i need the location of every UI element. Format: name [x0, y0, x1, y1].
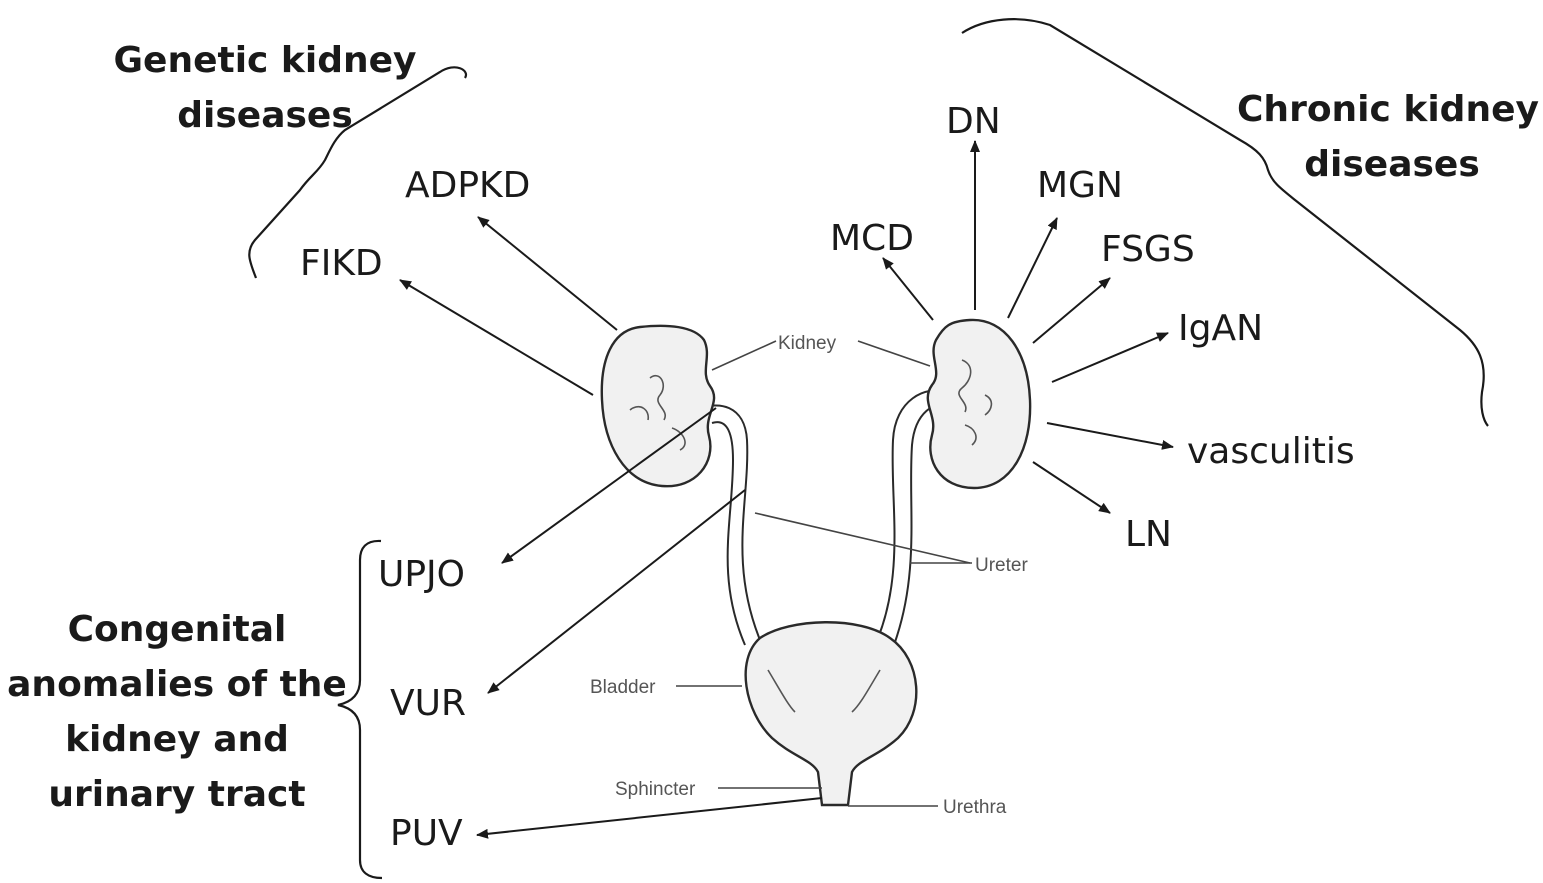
arrow-vur	[488, 490, 745, 693]
mgn-label: MGN	[1037, 165, 1123, 206]
genetic-category-label: Genetic kidney diseases	[114, 40, 417, 136]
chronic-label-line-2: diseases	[1304, 144, 1480, 185]
vasculitis-label: vasculitis	[1187, 431, 1355, 472]
upjo-label: UPJO	[378, 554, 465, 595]
dn-label: DN	[946, 101, 1001, 142]
mcd-label: MCD	[830, 218, 914, 259]
arrow-mgn	[1008, 218, 1057, 318]
chronic-category-label: Chronic kidney diseases	[1237, 89, 1539, 185]
chronic-brace	[962, 19, 1488, 426]
puv-label: PUV	[390, 813, 463, 854]
arrow-fikd	[400, 280, 593, 395]
right-kidney	[928, 320, 1030, 488]
arrow-adpkd	[478, 217, 617, 330]
genetic-label-line-1: Genetic kidney	[114, 40, 417, 81]
vur-label: VUR	[390, 683, 466, 724]
congenital-brace	[338, 541, 382, 878]
arrow-fsgs	[1033, 278, 1110, 343]
congenital-label-line-3: kidney and	[65, 719, 289, 760]
congenital-category-label: Congenital anomalies of the kidney and u…	[7, 609, 347, 815]
arrow-mcd	[883, 258, 933, 320]
ureter-label: Ureter	[975, 555, 1028, 576]
congenital-label-line-2: anomalies of the	[7, 664, 347, 705]
kidney-label: Kidney	[778, 333, 837, 354]
arrow-puv	[477, 798, 822, 835]
ln-label: LN	[1125, 514, 1172, 555]
adpkd-label: ADPKD	[405, 165, 530, 206]
sphincter-label: Sphincter	[615, 779, 696, 800]
igan-label: IgAN	[1178, 308, 1263, 349]
fsgs-label: FSGS	[1101, 229, 1195, 270]
arrow-ln	[1033, 462, 1110, 513]
genetic-label-line-2: diseases	[177, 95, 353, 136]
urethra-label: Urethra	[943, 797, 1007, 818]
arrow-igan	[1052, 333, 1168, 382]
fikd-label: FIKD	[300, 243, 383, 284]
left-kidney	[602, 326, 714, 486]
arrow-vasculitis	[1047, 423, 1173, 447]
bladder	[746, 622, 917, 805]
congenital-label-line-4: urinary tract	[48, 774, 305, 815]
bladder-label: Bladder	[590, 677, 656, 698]
congenital-label-line-1: Congenital	[68, 609, 287, 650]
chronic-label-line-1: Chronic kidney	[1237, 89, 1539, 130]
